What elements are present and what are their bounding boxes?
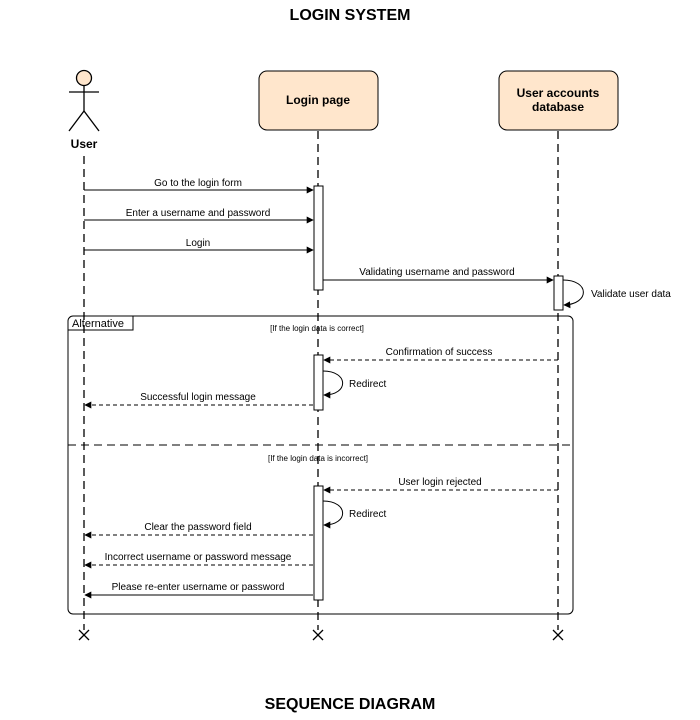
guard-incorrect-label: [If the login data is incorrect] [268,454,368,463]
database-label-line1: User accounts [517,86,600,100]
msg-login-label: Login [186,238,210,249]
login-page-activation-3 [313,485,324,601]
database-label-line2: database [532,100,584,114]
msg-incorrect-message-label: Incorrect username or password message [105,552,292,563]
alt-fragment-label: Alternative [72,318,124,330]
msg-redirect-1-label: Redirect [349,379,386,390]
user-actor-label: User [71,137,98,151]
msg-enter-credentials-label: Enter a username and password [126,208,271,219]
msg-redirect-2-label: Redirect [349,509,386,520]
alt-fragment-tab [68,316,134,331]
diagram-title: LOGIN SYSTEM [290,7,411,24]
msg-validate-self-arrow [562,279,584,309]
database-box [498,70,619,131]
login-page-label: Login page [286,93,350,107]
msg-confirmation-label: Confirmation of success [386,347,493,358]
user-actor-icon [68,69,100,132]
user-destroy-icon [78,629,90,641]
database-destroy-icon [552,629,564,641]
guard-correct-label: [If the login data is correct] [270,324,364,333]
msg-validate-self-label: Validate user data [591,289,671,300]
msg-login-rejected-label: User login rejected [398,477,481,488]
msg-redirect-2-arrow [322,500,343,529]
login-page-box [258,70,379,131]
alt-fragment-frame [67,315,574,615]
diagram-footer: SEQUENCE DIAGRAM [265,696,436,713]
login-page-destroy-icon [312,629,324,641]
login-page-activation-1 [313,185,324,291]
msg-clear-password-label: Clear the password field [144,522,251,533]
database-activation [553,275,564,311]
msg-redirect-1-arrow [322,370,343,399]
msg-reenter-label: Please re-enter username or password [112,582,285,593]
msg-go-to-form-label: Go to the login form [154,178,242,189]
login-page-activation-2 [313,354,324,411]
msg-successful-login-label: Successful login message [140,392,256,403]
msg-validating-label: Validating username and password [359,267,514,278]
